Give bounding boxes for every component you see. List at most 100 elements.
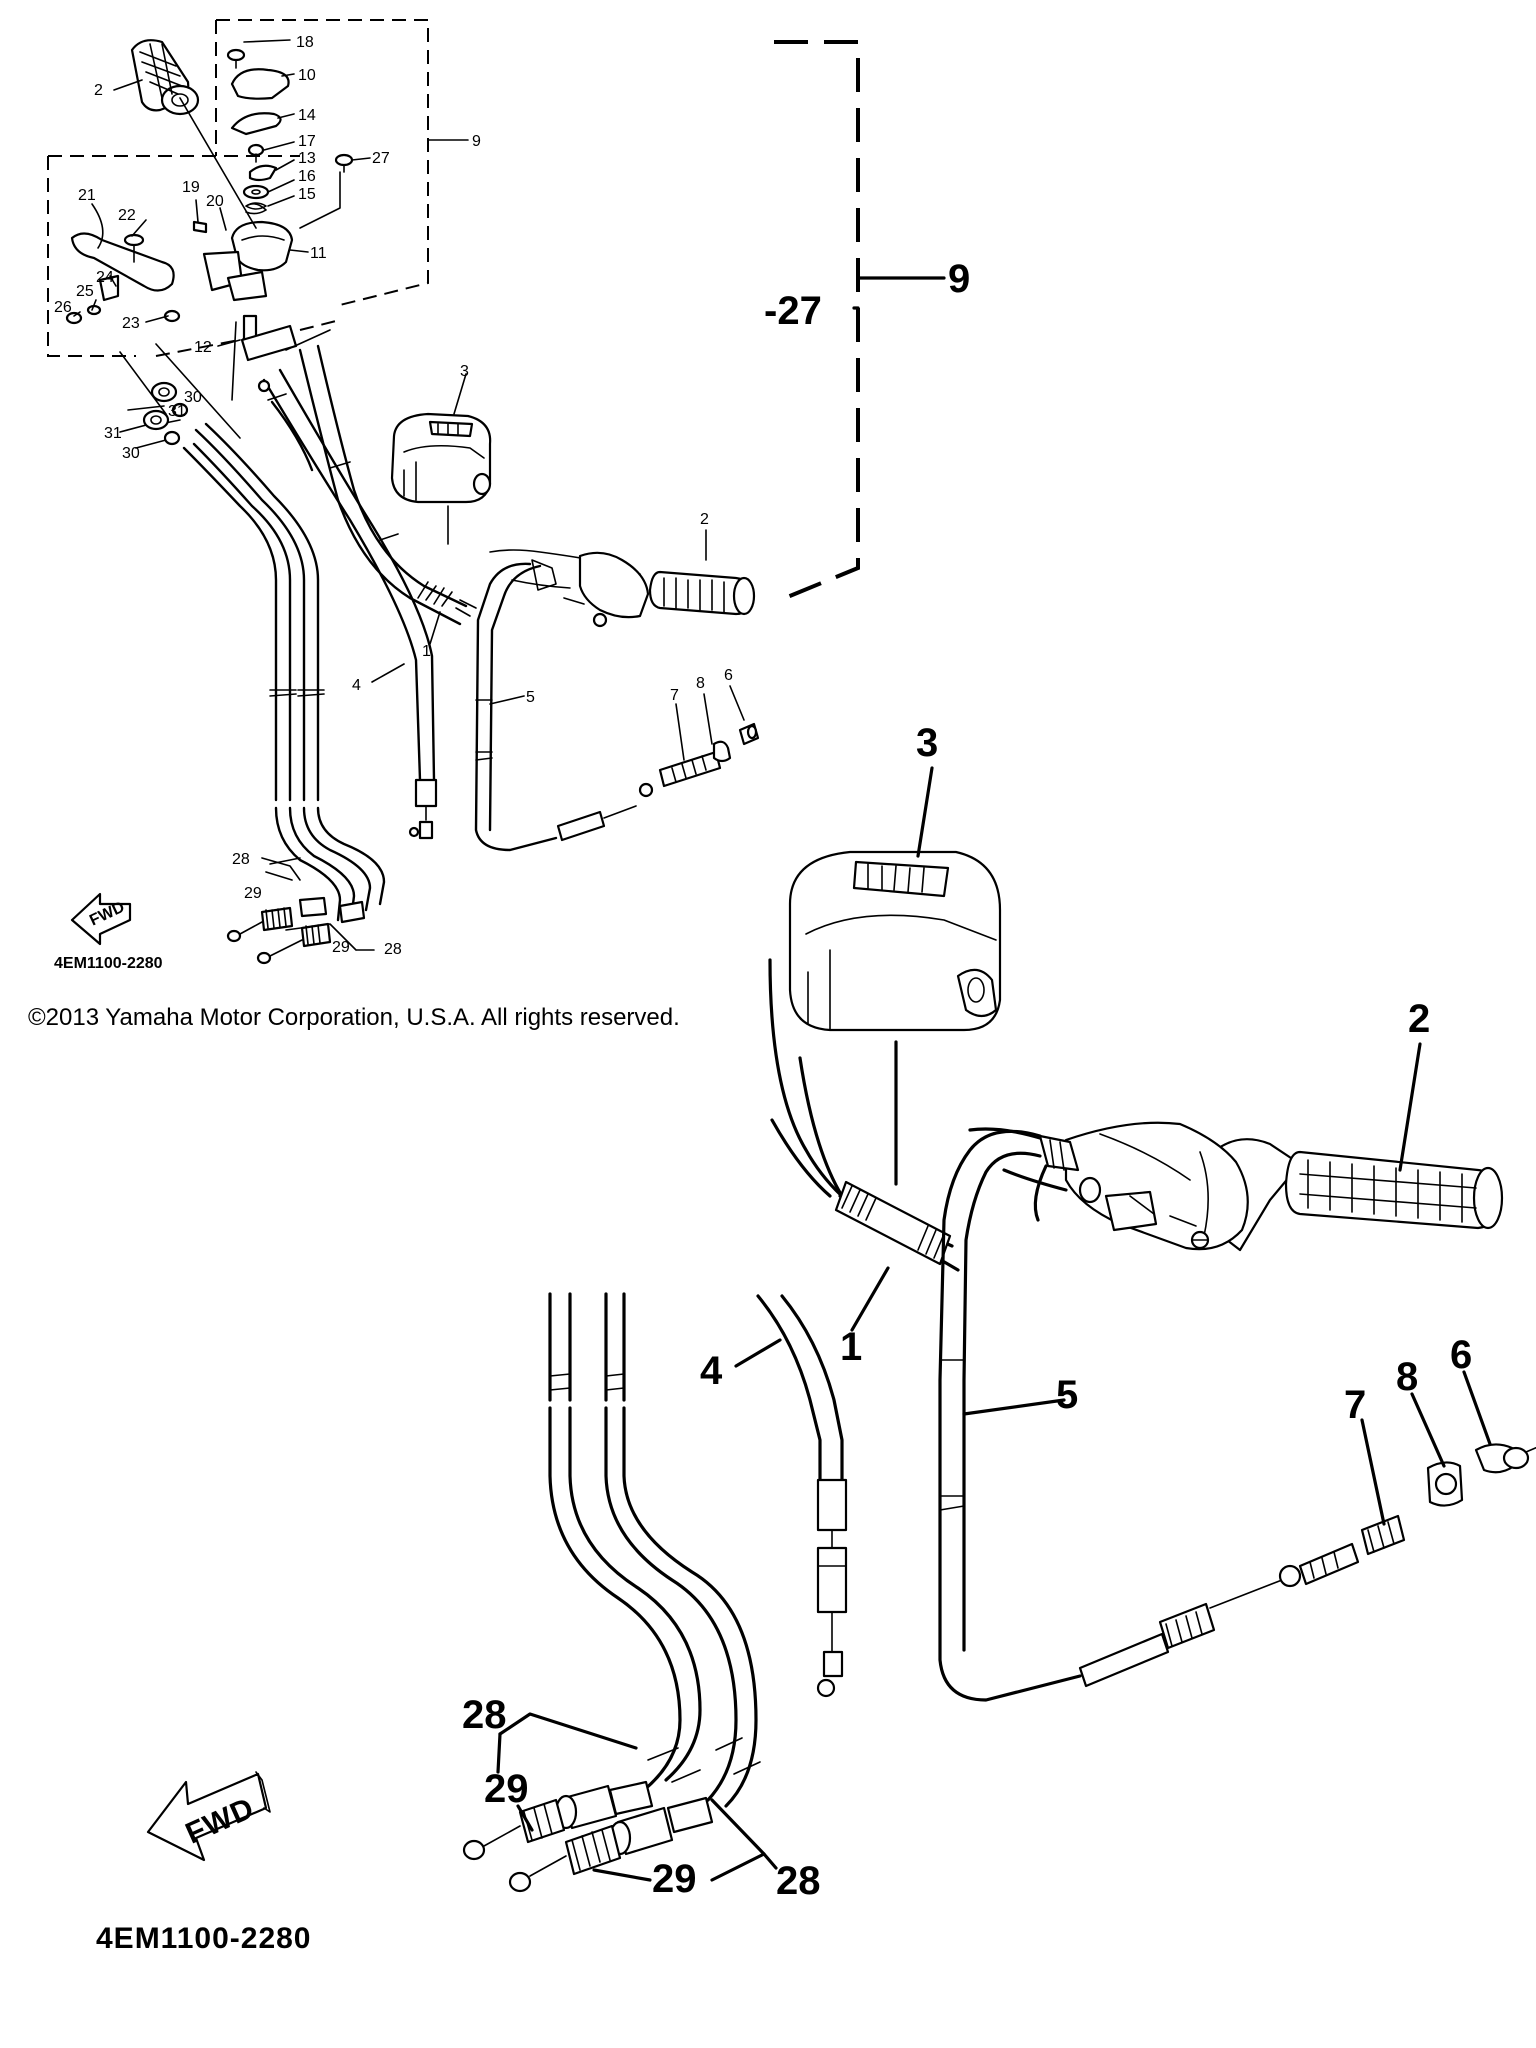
left-grip-part [130, 39, 200, 116]
callout-11: 11 [310, 245, 327, 262]
callout-2b: 2 [700, 511, 709, 528]
callout-28a: 28 [232, 851, 250, 868]
callout-31b: 31 [104, 425, 122, 442]
assembly-boundary-lower [47, 155, 341, 357]
callout-15: 15 [298, 186, 316, 203]
clamp-parts-23-26 [65, 274, 181, 325]
callout-14: 14 [298, 107, 316, 124]
leader-1-large [850, 1266, 890, 1332]
adjusters-29-large [462, 1780, 714, 1893]
throttle-cable-5-large [938, 1129, 1406, 1702]
throttle-cable-4-large [756, 1294, 848, 1698]
callout-24: 24 [96, 269, 114, 286]
pivot-bolt-part [123, 220, 208, 263]
callout-29a: 29 [244, 885, 262, 902]
callout-29b: 29 [332, 939, 350, 956]
large-callouts: 3 2 1 4 5 7 8 6 28 29 29 28 [462, 721, 1472, 1903]
callout-6: 6 [724, 667, 733, 684]
callout-4-large: 4 [700, 1349, 723, 1393]
callout-16: 16 [298, 168, 316, 185]
callout-29a-large: 29 [484, 1767, 529, 1811]
right-grip-small [489, 549, 756, 628]
overview-leader-lines [73, 39, 469, 449]
switch-3-small [390, 412, 492, 545]
gasket-14-part [230, 112, 282, 136]
diagram-code-large: 4EM1100-2280 [96, 1922, 312, 1955]
handlebar-large [768, 958, 960, 1272]
throttle-cable-end-small [257, 379, 314, 472]
leader-3-large [916, 766, 934, 858]
brake-cables-small [182, 422, 386, 922]
throttle-cable-small [262, 368, 438, 840]
callout-8: 8 [696, 675, 705, 692]
callout-23: 23 [122, 315, 140, 332]
collar-8-large [1426, 1461, 1464, 1507]
callout-3: 3 [460, 363, 469, 380]
callout-25: 25 [76, 283, 94, 300]
lever-21-part [70, 232, 175, 292]
callout-1-large: 1 [840, 1325, 862, 1369]
cable-adjuster-12-part [240, 314, 298, 362]
right-grip-large [968, 1121, 1504, 1252]
callout-2-large: 2 [1408, 997, 1430, 1041]
bracket-label-9: 9 [948, 257, 970, 301]
small-callouts: 2 18 10 14 17 13 27 9 16 15 21 19 20 22 … [54, 34, 733, 958]
callout-13: 13 [298, 150, 316, 167]
screw-27-part [334, 153, 354, 173]
callout-30a: 30 [184, 389, 202, 406]
callout-20: 20 [206, 193, 224, 210]
adjusters-29-small [226, 857, 375, 965]
callout-6-large: 6 [1450, 1333, 1472, 1377]
assembly-boundary-upper [215, 19, 429, 306]
callout-3-large: 3 [916, 721, 938, 765]
handlebar-small [298, 344, 477, 626]
overview-diagram: FWD 4EM1100-2280 2 18 10 14 17 13 27 9 1… [47, 19, 760, 972]
callout-22: 22 [118, 207, 136, 224]
callout-28b-large: 28 [776, 1859, 821, 1903]
throttle-cable-5-small [474, 562, 760, 852]
callout-4: 4 [352, 677, 361, 694]
cover-10-part [230, 68, 290, 100]
overview-cable-guides [119, 321, 331, 439]
callout-10: 10 [298, 67, 316, 84]
callout-5: 5 [526, 689, 535, 706]
callout-5-large: 5 [1056, 1373, 1078, 1417]
small-callout-leaders-2 [269, 373, 745, 865]
callout-17: 17 [298, 133, 316, 150]
callout-29b-large: 29 [652, 1857, 697, 1901]
detail-diagram: FWD 4EM1100-2280 3 2 1 4 5 7 8 6 28 29 2… [96, 721, 1536, 1955]
callout-7-large: 7 [1344, 1383, 1366, 1427]
leader-2-large [1398, 1042, 1422, 1172]
screw-18-part [226, 48, 246, 69]
throttle-small-parts [242, 143, 278, 215]
copyright-notice: ©2013 Yamaha Motor Corporation, U.S.A. A… [28, 1004, 680, 1031]
callout-19: 19 [182, 179, 200, 196]
fwd-arrow-large: FWD [146, 1771, 271, 1862]
callout-28a-large: 28 [462, 1693, 507, 1737]
callout-1: 1 [422, 643, 431, 660]
callout-2: 2 [94, 82, 103, 99]
bracket-label-27: -27 [764, 289, 822, 333]
callout-28b: 28 [384, 941, 402, 958]
callout-9: 9 [472, 133, 481, 150]
nut-6-large [1474, 1443, 1536, 1474]
fwd-arrow-small: FWD [70, 892, 132, 946]
leader-5-large [962, 1398, 1066, 1416]
callout-21: 21 [78, 187, 96, 204]
washers-30-31 [142, 381, 189, 446]
callout-18: 18 [296, 34, 314, 51]
callout-7: 7 [670, 687, 679, 704]
callout-26: 26 [54, 299, 72, 316]
callout-12: 12 [194, 339, 212, 356]
brake-cables-large [548, 1292, 761, 1808]
callout-leaders-678 [1360, 1370, 1492, 1526]
kit-bracket: 9 -27 [764, 40, 970, 602]
callout-leaders-2829 [496, 1712, 778, 1882]
callout-30b: 30 [122, 445, 140, 462]
switch-3-large [788, 850, 1002, 1032]
throttle-housing-part [202, 220, 294, 302]
callout-8-large: 8 [1396, 1355, 1418, 1399]
leader-4-large [734, 1338, 782, 1368]
callout-27: 27 [372, 150, 390, 167]
